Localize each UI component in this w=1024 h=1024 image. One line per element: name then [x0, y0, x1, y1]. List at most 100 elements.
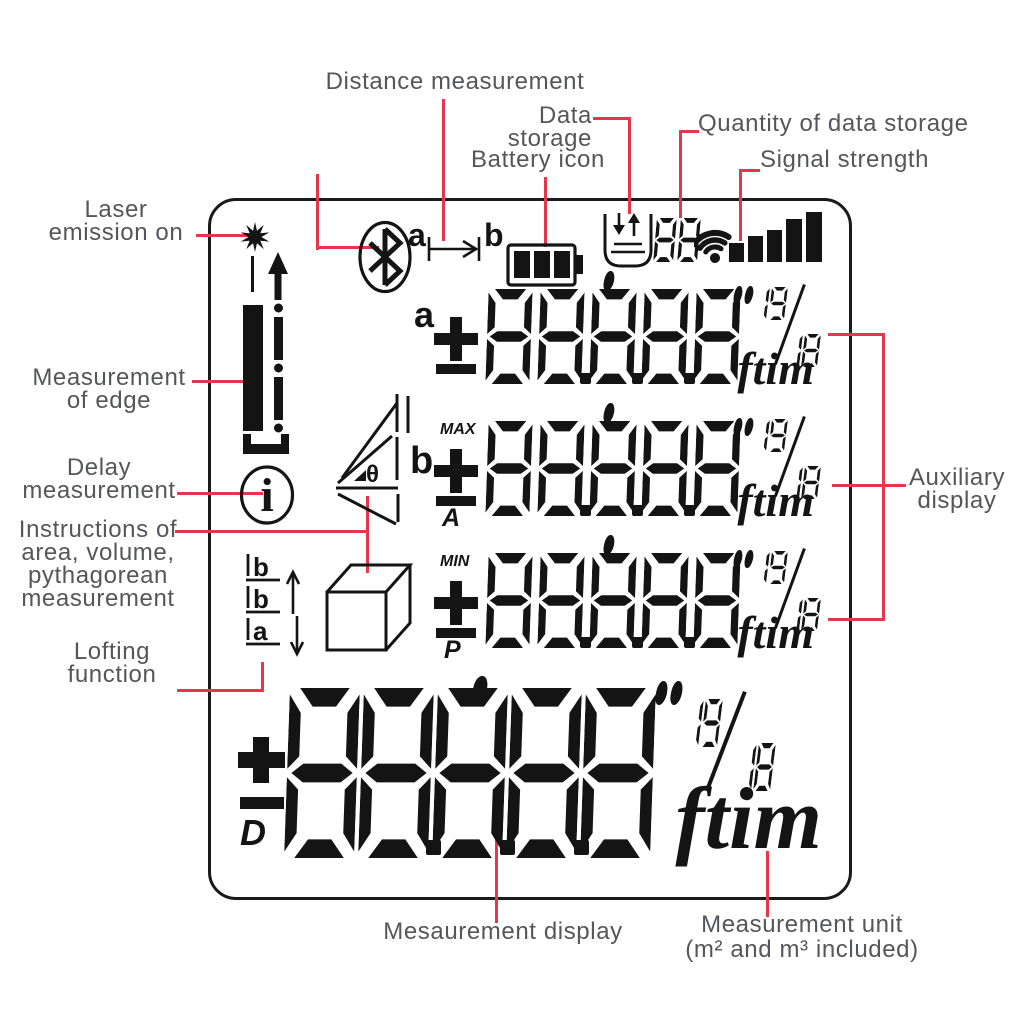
main-row-digits: [284, 688, 656, 858]
aux-row-a-prefix: a: [414, 294, 435, 335]
storage-count-digits: [653, 218, 701, 262]
volume-cube-icon: [325, 563, 414, 652]
leader-instructions-h: [175, 530, 369, 533]
decimal-dot: [632, 637, 643, 648]
measurement-of-edge-icon: [243, 303, 289, 454]
wifi-icon: [694, 229, 732, 263]
label-line: Data storage: [507, 102, 592, 152]
decimal-dot: [580, 637, 591, 648]
decimal-dot: [684, 505, 695, 516]
aux-bracket-top: [828, 333, 885, 336]
label-delay-measurement: Delay measurement: [18, 454, 180, 504]
leader-instructions-v: [366, 496, 369, 573]
label-line: Quantity of data storage: [698, 110, 969, 137]
aux-row-b-max: MAX: [440, 421, 476, 438]
laser-beam-line: [251, 256, 254, 292]
decimal-dot: [500, 840, 515, 855]
up-arrow-icon: [268, 252, 288, 300]
leader-bluetooth-v: [316, 174, 319, 250]
label-lofting-function: Lofting function: [58, 638, 166, 688]
label-line: Signal strength: [760, 146, 930, 173]
signal-bars-icon: [729, 212, 822, 262]
label-auxiliary-display: Auxiliary display: [898, 466, 1016, 514]
label-battery-icon: Battery icon: [468, 146, 608, 173]
battery-icon: [506, 243, 583, 287]
label-instructions: Instructions of area, volume, pythagorea…: [16, 518, 180, 612]
aux-row-b-fraction-numerator: [750, 419, 788, 452]
delay-measurement-icon: i: [239, 465, 295, 525]
decimal-dot: [684, 373, 695, 384]
label-line: Measurement: [32, 364, 186, 391]
theta-glyph: θ: [366, 461, 379, 488]
pythagorean-triangle-icon: θ: [336, 394, 410, 526]
leader-bluetooth-h: [316, 246, 379, 249]
decimal-dot: [632, 505, 643, 516]
leader-delay: [177, 492, 263, 495]
label-line: emission on: [48, 219, 184, 246]
leader-measurement-unit: [766, 851, 769, 917]
leader-data-storage-v: [628, 117, 631, 214]
label-line: Mesaurement display: [383, 918, 623, 945]
leader-signal-h: [740, 169, 760, 172]
leader-quantity-v: [679, 130, 682, 218]
data-storage-icon: [603, 213, 653, 268]
decimal-dot: [632, 373, 643, 384]
aux-row-a-digits: [485, 289, 741, 384]
label-line: measurement: [21, 585, 175, 612]
label-line: area, volume,: [21, 539, 175, 566]
aux-row-3-pythagoras-flag: P: [444, 636, 461, 664]
aux-row-3-min: MIN: [440, 553, 470, 570]
label-line: Measurement unit: [701, 911, 903, 938]
leader-edge: [192, 380, 249, 383]
label-line: Laser: [84, 196, 148, 223]
distance-b-label: b: [484, 217, 504, 253]
aux-bracket-bottom: [828, 618, 885, 621]
label-line: display: [917, 487, 997, 514]
label-line: Delay: [66, 454, 132, 481]
leader-laser-emission: [196, 234, 248, 237]
label-line: function: [67, 661, 157, 688]
label-line: measurement: [22, 477, 176, 504]
aux-row-3-fraction-denominator: [783, 598, 821, 631]
delay-i-glyph: i: [260, 469, 273, 522]
label-line: pythagorean: [27, 562, 169, 589]
aux-row-3-fraction-numerator: [750, 551, 788, 584]
label-quantity-of-data-storage: Quantity of data storage: [698, 110, 983, 137]
leader-signal-v: [739, 169, 742, 241]
aux-row-a-units: ftim: [737, 343, 814, 394]
label-line: Distance measurement: [325, 68, 585, 95]
bluetooth-icon: [358, 220, 412, 294]
decimal-dot: [580, 373, 591, 384]
label-data-storage: Data storage: [452, 102, 592, 152]
decimal-dot: [574, 840, 589, 855]
lofting-a: a: [253, 616, 268, 646]
label-line: Lofting: [73, 638, 151, 665]
leader-distance-measurement: [442, 99, 445, 241]
label-measurement-of-edge: Measurement of edge: [28, 364, 190, 413]
aux-bracket-mid: [832, 484, 906, 487]
aux-row-a-fraction-numerator: [750, 287, 788, 320]
label-measurement-unit: Measurement unit (m² and m³ included): [656, 912, 948, 962]
plus-minus-sign: [450, 317, 462, 361]
aux-bracket-v: [882, 333, 885, 621]
decimal-dot: [426, 840, 441, 855]
distance-a-label: a: [408, 217, 426, 253]
leader-quantity-h: [680, 130, 699, 133]
plus-minus-sign: [240, 797, 284, 809]
aux-row-a-fraction-denominator: [783, 334, 821, 367]
plus-minus-sign: [436, 628, 476, 638]
aux-row-b-digits: [485, 421, 741, 516]
label-measurement-display: Mesaurement display: [368, 918, 638, 945]
lofting-b1: b: [253, 552, 269, 582]
lofting-b2: b: [253, 584, 269, 614]
leader-data-storage-h: [593, 117, 630, 120]
plus-minus-sign: [450, 449, 462, 493]
label-line: Battery icon: [471, 146, 605, 173]
aux-row-b-area-flag: A: [442, 504, 461, 532]
main-row-fraction-denominator: [734, 743, 776, 791]
label-laser-emission-on: Laser emission on: [40, 196, 192, 246]
leader-battery: [544, 177, 547, 247]
main-row-units: ftim: [675, 771, 822, 868]
aux-row-3-digits: [485, 553, 741, 648]
decimal-dot: [580, 505, 591, 516]
